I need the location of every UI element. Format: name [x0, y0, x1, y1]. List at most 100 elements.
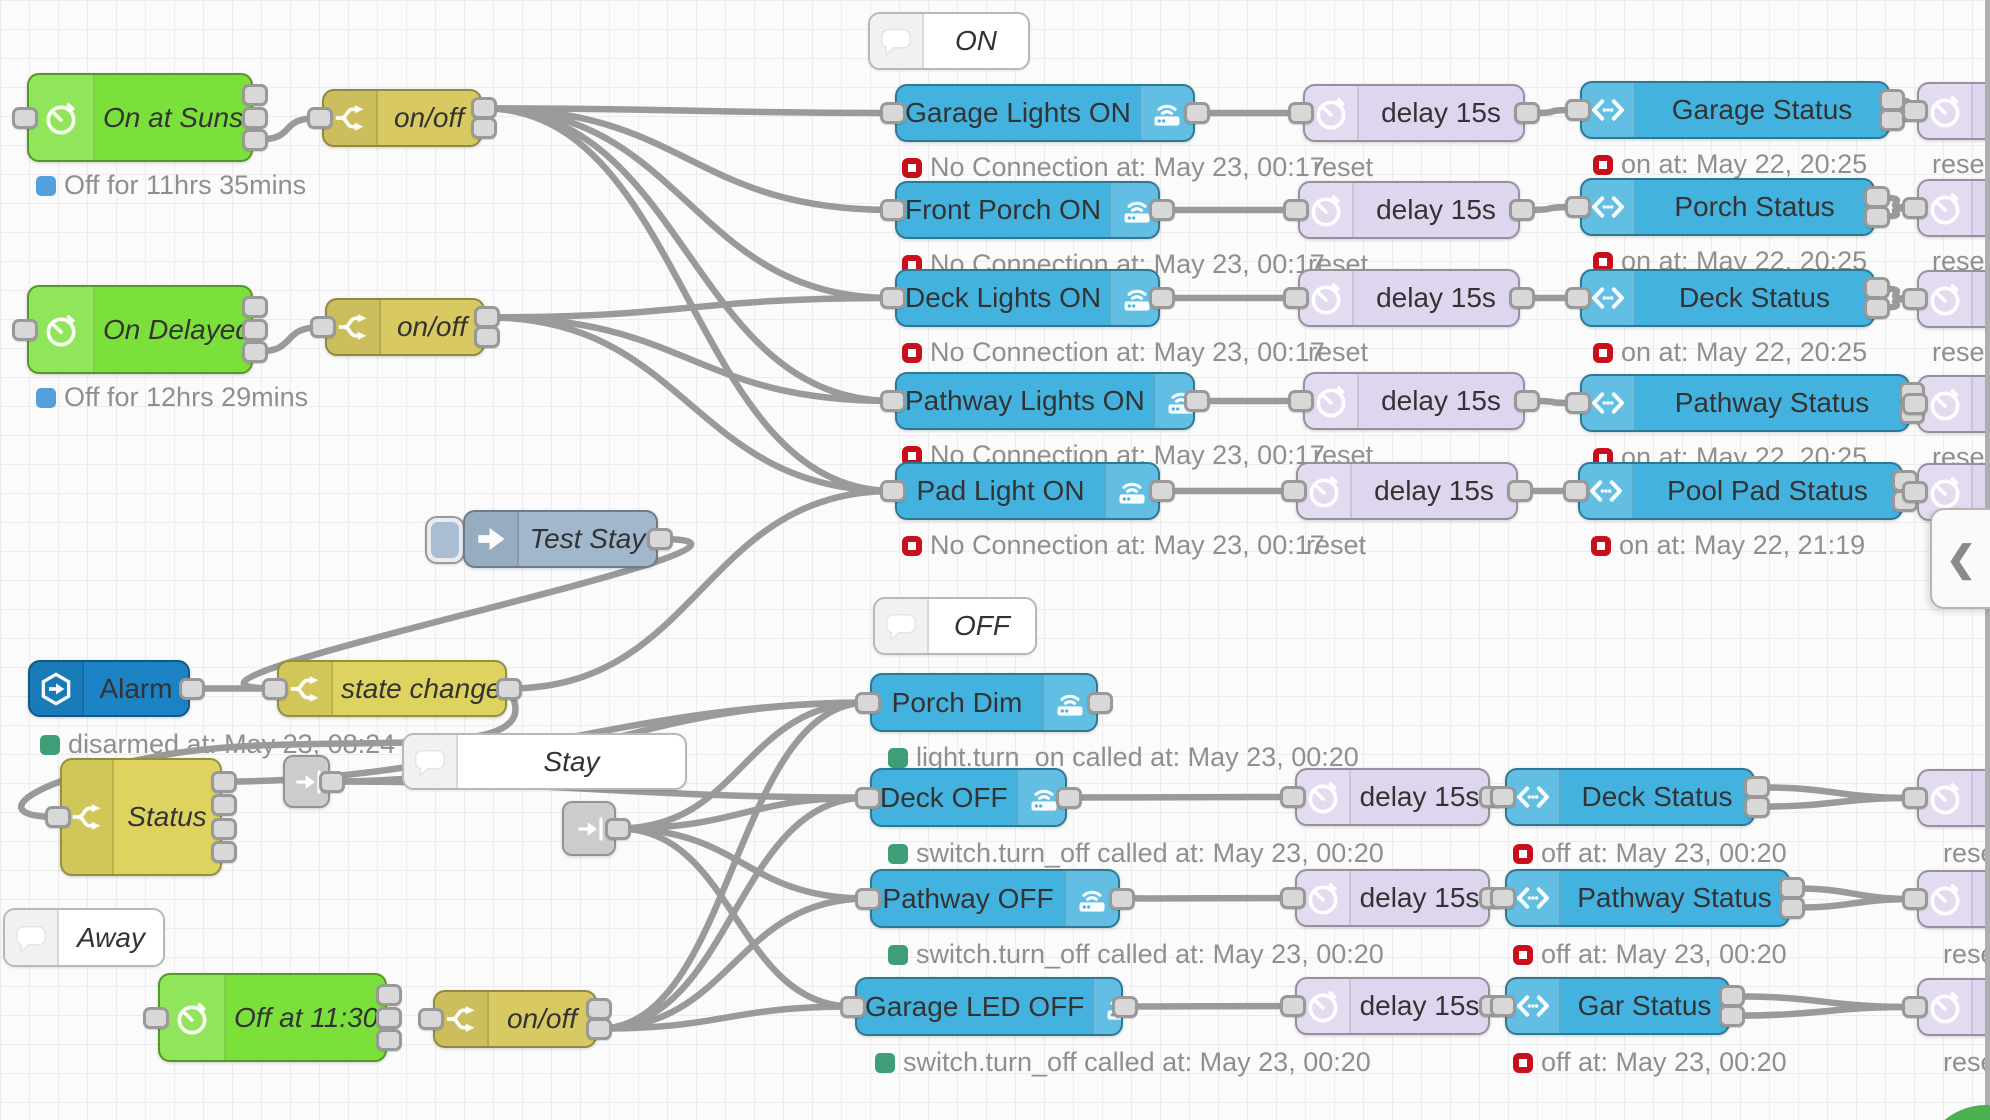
input-port[interactable] [1281, 480, 1307, 502]
service-garage-lights-on[interactable]: Garage Lights ON [895, 84, 1195, 142]
comment-stay[interactable]: Stay [402, 733, 687, 790]
service-pad-light-on[interactable]: Pad Light ON [895, 462, 1160, 520]
input-port[interactable] [1902, 393, 1928, 415]
output-port[interactable] [1184, 102, 1210, 124]
wire[interactable] [483, 294, 897, 321]
input-port[interactable] [45, 806, 71, 828]
service-pathway-lights-on[interactable]: Pathway Lights ON [895, 372, 1195, 430]
input-port[interactable] [880, 199, 906, 221]
wire[interactable] [614, 825, 857, 1010]
status-pool-pad[interactable]: Pool Pad Status [1578, 462, 1903, 520]
input-port[interactable] [880, 287, 906, 309]
output-port[interactable] [605, 817, 631, 840]
wire[interactable] [1121, 1002, 1297, 1010]
input-port[interactable] [1902, 197, 1928, 219]
input-port[interactable] [1902, 787, 1928, 809]
output-port[interactable] [1864, 205, 1890, 228]
input-port[interactable] [1490, 887, 1516, 909]
input-port[interactable] [12, 318, 38, 341]
status-pathway-bottom[interactable]: Pathway Status [1505, 869, 1790, 927]
service-front-porch-on[interactable]: Front Porch ON [895, 181, 1160, 239]
output-port[interactable] [496, 677, 522, 700]
input-port[interactable] [1280, 995, 1306, 1017]
delay-15s-edge[interactable]: delay 15s [1917, 978, 1990, 1036]
input-port[interactable] [1565, 392, 1591, 414]
status-porch[interactable]: Porch Status [1580, 178, 1875, 236]
output-port[interactable] [211, 841, 237, 864]
service-deck-off[interactable]: Deck OFF [870, 768, 1067, 827]
output-port[interactable] [1864, 296, 1890, 319]
output-port[interactable] [1056, 786, 1082, 809]
input-port[interactable] [1902, 888, 1928, 910]
output-port[interactable] [376, 1028, 402, 1051]
wire[interactable] [1788, 895, 1919, 911]
delay-15s[interactable]: delay 15s [1295, 768, 1490, 826]
input-port[interactable] [1902, 100, 1928, 122]
comment-on[interactable]: ON [868, 12, 1030, 70]
input-port[interactable] [1902, 288, 1928, 310]
wire[interactable] [614, 794, 872, 832]
comment-away[interactable]: Away [3, 908, 165, 967]
output-port[interactable] [1509, 199, 1535, 221]
status-gar[interactable]: Gar Status [1505, 977, 1730, 1035]
delay-15s[interactable]: delay 15s [1298, 181, 1520, 239]
timer-on-delayed[interactable]: On Delayed [27, 285, 253, 374]
output-port[interactable] [376, 1006, 402, 1029]
output-port[interactable] [242, 106, 268, 129]
input-port[interactable] [1902, 481, 1928, 503]
output-port[interactable] [242, 84, 268, 107]
output-port[interactable] [1184, 390, 1210, 412]
wire[interactable] [595, 699, 872, 1032]
delay-15s-edge[interactable]: delay 15s [1917, 270, 1990, 328]
wire[interactable] [595, 1003, 857, 1032]
timer-off-at-1130[interactable]: Off at 11:30 [158, 973, 387, 1062]
status-deck-top[interactable]: Deck Status [1580, 269, 1875, 327]
wire[interactable] [505, 487, 897, 692]
output-port[interactable] [211, 794, 237, 817]
wire[interactable] [483, 314, 897, 495]
input-port[interactable] [1563, 480, 1589, 502]
wire[interactable] [1065, 793, 1297, 801]
comment-off[interactable]: OFF [873, 597, 1037, 655]
input-port[interactable] [1490, 786, 1516, 808]
service-deck-lights-on[interactable]: Deck Lights ON [895, 269, 1160, 327]
inject-test-stay[interactable]: Test Stay [463, 510, 658, 568]
switch-status[interactable]: Status [60, 758, 222, 876]
delay-15s[interactable]: delay 15s [1303, 84, 1525, 142]
sidebar-toggle-button[interactable]: ❮ [1930, 508, 1990, 609]
input-port[interactable] [1565, 287, 1591, 309]
wire[interactable] [595, 794, 872, 1032]
input-port[interactable] [1902, 996, 1928, 1018]
output-port[interactable] [242, 128, 268, 151]
input-port[interactable] [1280, 786, 1306, 808]
delay-15s-edge[interactable]: delay 15s [1917, 870, 1990, 928]
input-port[interactable] [1565, 196, 1591, 218]
wire[interactable] [614, 825, 872, 902]
output-port[interactable] [471, 116, 497, 139]
switch-state-change[interactable]: state change [277, 660, 507, 717]
output-port[interactable] [1087, 691, 1113, 714]
wire[interactable] [1753, 794, 1919, 810]
output-port[interactable] [1514, 102, 1540, 124]
output-port[interactable] [1149, 287, 1175, 309]
output-port[interactable] [211, 817, 237, 840]
output-port[interactable] [242, 296, 268, 319]
wire[interactable] [480, 105, 897, 405]
input-port[interactable] [307, 107, 333, 129]
events-alarm[interactable]: Alarm [28, 660, 190, 717]
input-port[interactable] [840, 995, 866, 1018]
delay-15s-edge[interactable]: delay 15s [1917, 179, 1990, 237]
output-port[interactable] [647, 528, 673, 550]
inject-button[interactable] [425, 516, 465, 564]
wire[interactable] [480, 105, 897, 302]
input-port[interactable] [1288, 390, 1314, 412]
output-port[interactable] [1719, 1004, 1745, 1027]
output-port[interactable] [376, 984, 402, 1007]
input-port[interactable] [855, 691, 881, 714]
input-port[interactable] [1288, 102, 1314, 124]
output-port[interactable] [1149, 480, 1175, 502]
wire[interactable] [480, 105, 897, 117]
status-deck-bottom[interactable]: Deck Status [1505, 768, 1755, 826]
status-garage[interactable]: Garage Status [1580, 81, 1890, 139]
